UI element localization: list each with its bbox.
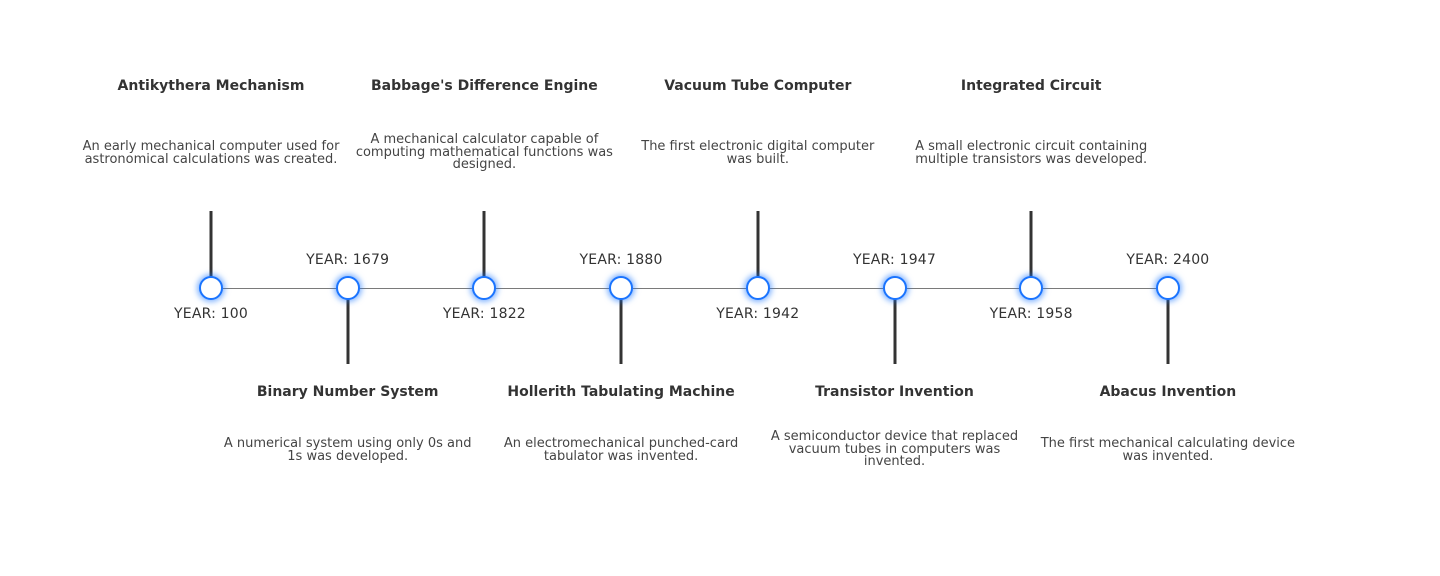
event-stem: [209, 211, 213, 288]
event-title: Babbage's Difference Engine: [371, 78, 598, 94]
event-stem: [1029, 211, 1033, 288]
event-stem: [619, 288, 623, 364]
event-description: A semiconductor device that replaced vac…: [770, 429, 1019, 469]
event-stem: [346, 288, 350, 364]
event-node[interactable]: [335, 276, 360, 300]
event-node[interactable]: [472, 276, 497, 300]
event-stem: [482, 211, 486, 288]
event-title: Transistor Invention: [815, 384, 974, 400]
event-node[interactable]: [199, 276, 223, 300]
event-year: YEAR: 2400: [1126, 252, 1210, 268]
event-description: A mechanical calculator capable of compu…: [355, 132, 613, 172]
event-title: Integrated Circuit: [960, 78, 1102, 94]
event-year: YEAR: 1947: [852, 252, 937, 268]
event-year: YEAR: 100: [174, 306, 248, 322]
event-node[interactable]: [1019, 276, 1044, 300]
event-stem: [1166, 288, 1170, 364]
event-description: The first mechanical calculating device …: [1040, 436, 1296, 464]
event-description: An early mechanical computer used for as…: [82, 139, 340, 167]
event-description: A numerical system using only 0s and 1s …: [223, 436, 472, 464]
event-year: YEAR: 1679: [306, 252, 390, 268]
event-title: Abacus Invention: [1099, 384, 1237, 400]
event-year: YEAR: 1822: [442, 306, 526, 322]
event-stem: [756, 211, 760, 288]
timeline-axis: [211, 288, 1168, 289]
event-node[interactable]: [609, 276, 634, 300]
event-node[interactable]: [745, 276, 770, 300]
event-description: A small electronic circuit containing mu…: [915, 139, 1148, 167]
event-title: Hollerith Tabulating Machine: [507, 384, 735, 400]
event-year: YEAR: 1942: [716, 306, 800, 322]
event-description: An electromechanical punched-card tabula…: [503, 436, 739, 464]
event-description: The first electronic digital computer wa…: [641, 139, 875, 167]
event-node[interactable]: [1155, 276, 1180, 300]
event-title: Antikythera Mechanism: [117, 78, 305, 94]
event-node[interactable]: [882, 276, 907, 300]
event-title: Binary Number System: [256, 384, 439, 400]
event-stem: [893, 288, 896, 364]
event-year: YEAR: 1958: [989, 306, 1073, 322]
event-year: YEAR: 1880: [579, 252, 663, 268]
event-title: Vacuum Tube Computer: [664, 78, 852, 94]
